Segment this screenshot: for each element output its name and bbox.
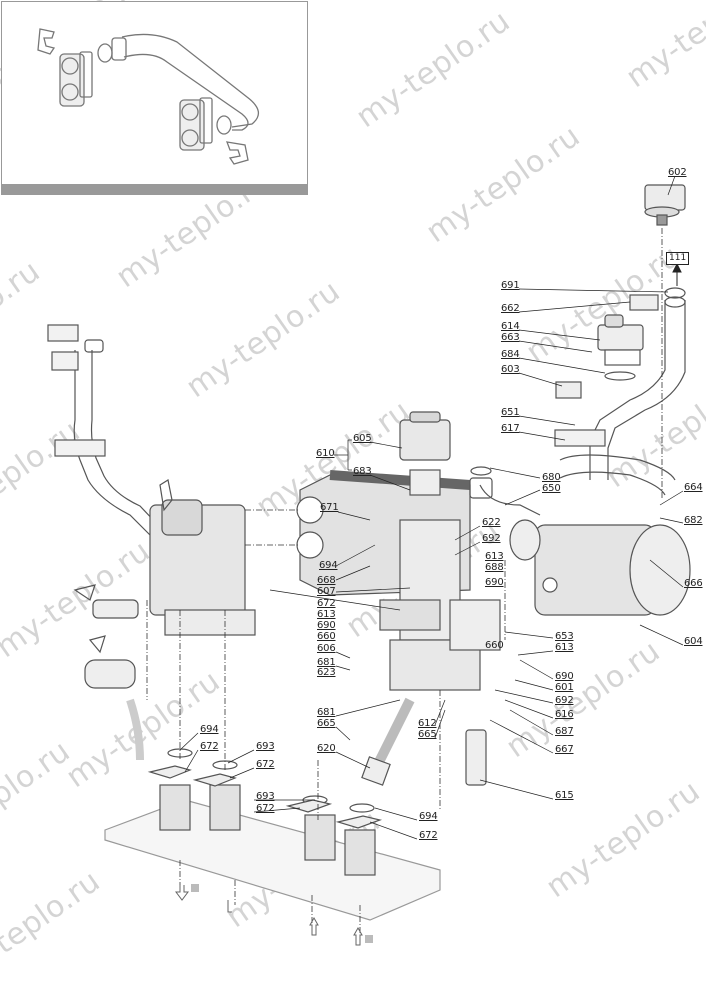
part-label-681: 681: [317, 657, 336, 668]
part-label-613: 613: [317, 609, 336, 620]
part-label-617: 617: [501, 423, 520, 434]
part-label-665: 665: [317, 718, 336, 729]
part-label-666: 666: [684, 578, 703, 589]
part-label-602: 602: [668, 167, 687, 178]
part-label-620: 620: [317, 743, 336, 754]
part-label-693: 693: [256, 791, 275, 802]
main-exploded-drawing: [47, 175, 691, 946]
part-label-694: 694: [319, 560, 338, 571]
part-label-667: 667: [555, 744, 574, 755]
part-label-606: 606: [317, 643, 336, 654]
part-label-653: 653: [555, 631, 574, 642]
part-label-664: 664: [684, 482, 703, 493]
part-label-601: 601: [555, 682, 574, 693]
part-label-672: 672: [317, 598, 336, 609]
part-label-660: 660: [317, 631, 336, 642]
part-label-623: 623: [317, 667, 336, 678]
inset-bypass-assembly: [1, 1, 308, 195]
part-label-615: 615: [555, 790, 574, 801]
part-label-604: 604: [684, 636, 703, 647]
part-label-605: 605: [353, 433, 372, 444]
bypass-pipe-drawing: [37, 28, 259, 165]
part-label-690: 690: [555, 671, 574, 682]
part-label-613: 613: [485, 551, 504, 562]
part-label-682: 682: [684, 515, 703, 526]
part-label-668: 668: [317, 575, 336, 586]
part-label-613: 613: [555, 642, 574, 653]
part-label-693: 693: [256, 741, 275, 752]
part-label-690: 690: [485, 577, 504, 588]
part-label-688: 688: [485, 562, 504, 573]
part-label-663: 663: [501, 332, 520, 343]
part-label-694: 694: [419, 811, 438, 822]
part-label-690: 690: [317, 620, 336, 631]
part-label-607: 607: [317, 586, 336, 597]
part-label-650: 650: [542, 483, 561, 494]
part-label-603: 603: [501, 364, 520, 375]
part-label-622: 622: [482, 517, 501, 528]
part-label-665: 665: [418, 729, 437, 740]
part-label-687: 687: [555, 726, 574, 737]
reference-box-111: 111: [666, 252, 690, 265]
part-label-683: 683: [353, 466, 372, 477]
part-label-671: 671: [320, 502, 339, 513]
part-label-684: 684: [501, 349, 520, 360]
part-label-681: 681: [317, 707, 336, 718]
part-label-662: 662: [501, 303, 520, 314]
part-label-672: 672: [200, 741, 219, 752]
part-label-672: 672: [256, 803, 275, 814]
part-label-672: 672: [419, 830, 438, 841]
part-label-694: 694: [200, 724, 219, 735]
part-label-692: 692: [555, 695, 574, 706]
part-label-680: 680: [542, 472, 561, 483]
part-label-616: 616: [555, 709, 574, 720]
part-label-660: 660: [485, 640, 504, 651]
part-label-651: 651: [501, 407, 520, 418]
part-label-692: 692: [482, 533, 501, 544]
part-label-614: 614: [501, 321, 520, 332]
part-label-691: 691: [501, 280, 520, 291]
part-label-612: 612: [418, 718, 437, 729]
part-label-672: 672: [256, 759, 275, 770]
part-label-610: 610: [316, 448, 335, 459]
inset-footer-bar: [2, 184, 307, 194]
